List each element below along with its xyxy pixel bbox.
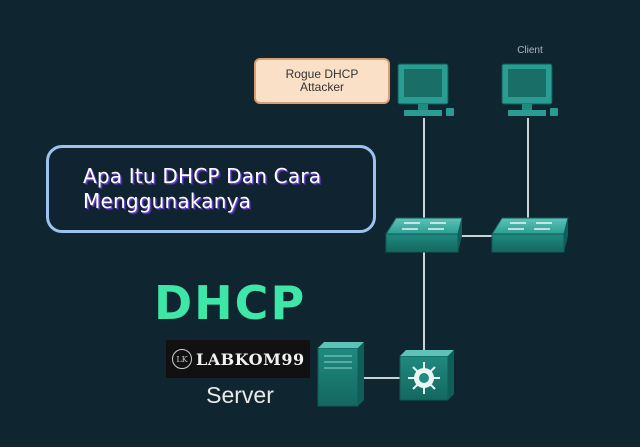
switch-right-icon [491,217,569,253]
server-label: Server [206,382,274,408]
attacker-label-line2: Attacker [299,80,344,94]
switch-left-icon [385,217,463,253]
article-title-box: Apa Itu DHCP Dan Cara Menggunakanya [46,145,376,233]
attacker-label-line1: Rogue DHCP [285,67,359,81]
brand-logo-icon: LK [172,349,192,369]
attacker-pc-icon [397,63,454,116]
article-title-line2: Menggunakanya [83,189,252,213]
article-title-line1: Apa Itu DHCP Dan Cara [83,164,322,188]
rogue-dhcp-attacker-label: Rogue DHCP Attacker [254,58,390,104]
brand-name: LABKOM99 [196,349,305,369]
network-links [362,118,529,379]
router-icon [399,350,454,401]
labkom99-logo: LK LABKOM99 [166,340,310,378]
dhcp-heading: DHCP [154,276,307,330]
client-label: Client [517,45,543,56]
client-pc-icon [501,63,558,116]
server-icon [317,342,364,407]
